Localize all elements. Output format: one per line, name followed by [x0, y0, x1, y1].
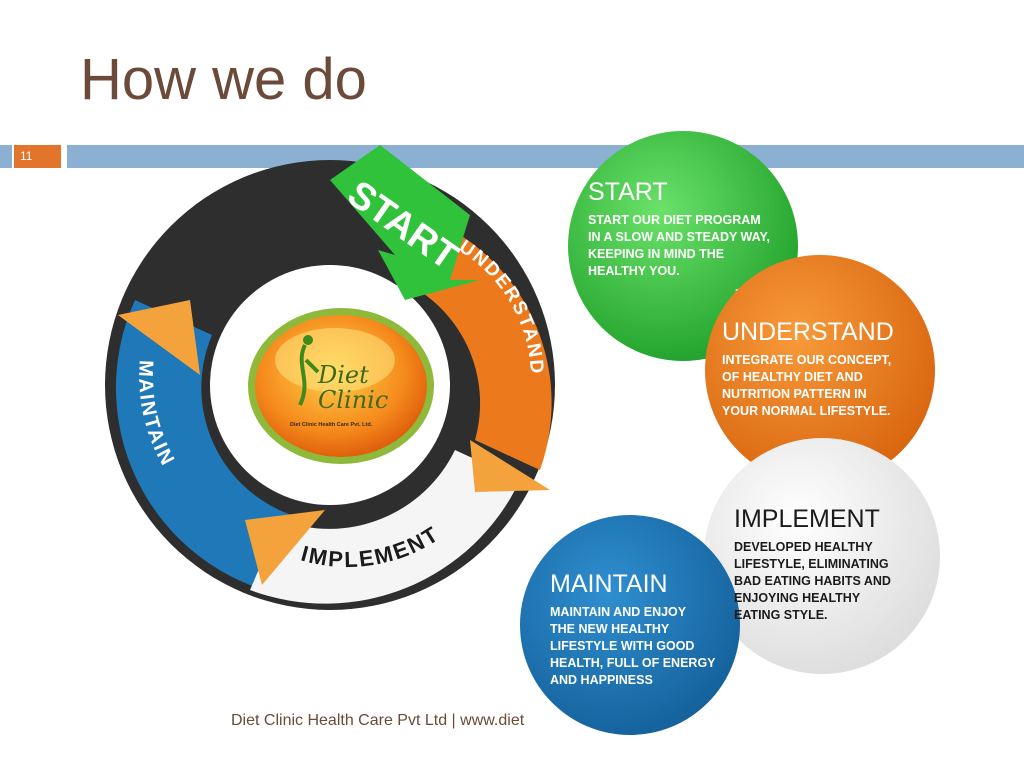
step-implement-body: DEVELOPED HEALTHY LIFESTYLE, ELIMINATING… [734, 540, 891, 622]
svg-text:Diet Clinic Health Care Pvt. L: Diet Clinic Health Care Pvt. Ltd. [290, 422, 373, 428]
slide-number: 11 [14, 145, 61, 168]
step-maintain-title: MAINTAIN [550, 570, 668, 598]
step-maintain: MAINTAIN MAINTAIN AND ENJOY THE NEW HEAL… [550, 570, 750, 689]
step-understand-title: UNDERSTAND [722, 318, 894, 346]
step-understand: UNDERSTAND INTEGRATE OUR CONCEPT, OF HEA… [722, 318, 937, 420]
svg-text:Clinic: Clinic [318, 386, 388, 414]
slide-title: How we do [80, 47, 367, 112]
diet-clinic-logo: Diet Clinic Diet Clinic Health Care Pvt.… [248, 308, 434, 464]
arrow-understand-icon [470, 440, 550, 492]
step-implement: IMPLEMENT DEVELOPED HEALTHY LIFESTYLE, E… [734, 505, 934, 624]
arrow-implement-icon [245, 510, 325, 585]
bubble-maintain [520, 515, 740, 735]
arrow-maintain-icon [118, 300, 200, 375]
slide-footer: Diet Clinic Health Care Pvt Ltd | www.di… [231, 712, 525, 729]
step-start-title: START [588, 178, 668, 206]
step-maintain-body: MAINTAIN AND ENJOY THE NEW HEALTHY LIFES… [550, 605, 716, 687]
step-implement-title: IMPLEMENT [734, 505, 880, 533]
cycle-arrows [118, 300, 550, 585]
header-rule-left [0, 145, 12, 168]
svg-text:Diet: Diet [317, 361, 369, 389]
step-start: START START OUR DIET PROGRAM IN A SLOW A… [588, 178, 803, 280]
step-start-body: START OUR DIET PROGRAM IN A SLOW AND STE… [588, 213, 770, 278]
step-understand-body: INTEGRATE OUR CONCEPT, OF HEALTHY DIET A… [722, 353, 892, 418]
figure-icon [298, 344, 320, 406]
